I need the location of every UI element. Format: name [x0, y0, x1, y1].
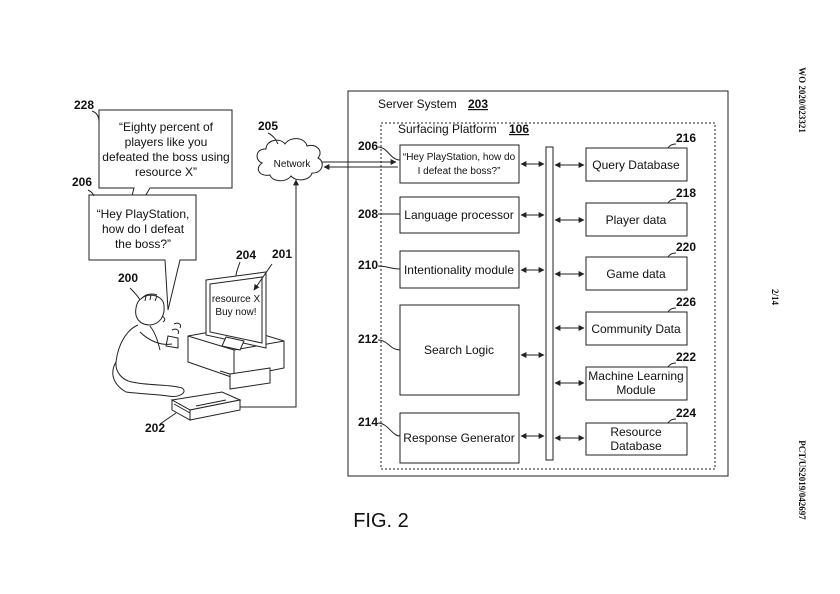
module-resource-database-line-1: Resource	[610, 425, 662, 439]
response-bubble-line-2: players like you	[125, 135, 208, 149]
module-query-number: 206	[358, 139, 378, 153]
side-text-middle: 2/14	[770, 289, 780, 306]
hook-218	[667, 198, 677, 204]
response-bubble-line-3: defeated the boss using	[102, 150, 229, 164]
module-player-data-label: Player data	[606, 213, 667, 227]
module-language-processor-label: Language processor	[404, 208, 513, 222]
user-number: 200	[118, 271, 138, 285]
item-number: 201	[272, 247, 292, 261]
network-label: Network	[274, 159, 312, 170]
arrow-console-to-network	[237, 179, 299, 408]
module-query-database-label: Query Database	[592, 158, 680, 172]
hook-200	[129, 287, 141, 301]
query-bubble-line-3: the boss?”	[115, 237, 171, 251]
module-player-data-number: 218	[676, 186, 696, 200]
arrow-item-to-screen	[253, 263, 273, 291]
bus-bar	[545, 146, 554, 461]
query-bubble-line-2: how do I defeat	[102, 222, 185, 236]
module-box-query	[399, 144, 520, 184]
display-number: 204	[236, 248, 256, 262]
network-number: 205	[258, 119, 278, 133]
hook-204	[235, 261, 241, 277]
module-machine-learning-line-2: Module	[616, 383, 656, 397]
hook-222	[667, 362, 677, 368]
response-bubble-line-4: resource X”	[135, 165, 197, 179]
module-box-response-generator	[399, 412, 520, 464]
module-machine-learning-line-1: Machine Learning	[588, 369, 683, 383]
module-box-game-data	[585, 256, 688, 291]
module-query-database-number: 216	[676, 131, 696, 145]
figure-caption: FIG. 2	[353, 510, 409, 532]
right-modules: Query Database 216 Player data 218 Game …	[585, 131, 696, 456]
television	[205, 271, 267, 351]
query-bubble-line-1: “Hey PlayStation,	[97, 207, 190, 221]
module-resource-database-line-2: Database	[610, 439, 662, 453]
module-response-generator-label: Response Generator	[403, 431, 514, 445]
hook-224	[667, 418, 677, 424]
module-community-data-label: Community Data	[591, 322, 681, 336]
server-system-number: 203	[468, 97, 488, 111]
module-search-logic-label: Search Logic	[424, 343, 494, 357]
side-text-bottom: PCT/US2019/042697	[797, 440, 807, 520]
surfacing-platform-title: Surfacing Platform	[398, 122, 497, 136]
hook-228	[91, 110, 100, 123]
module-intentionality-label: Intentionality module	[404, 263, 514, 277]
hook-206-bubble	[87, 189, 95, 197]
hook-202	[159, 412, 177, 425]
network-cloud	[256, 138, 323, 182]
module-game-data-label: Game data	[606, 267, 666, 281]
query-speech-bubble	[88, 194, 197, 311]
screen-line-1: resource X	[212, 294, 261, 305]
query-bubble-number: 206	[72, 175, 92, 189]
module-language-processor-number: 208	[358, 207, 378, 221]
server-system-title: Server System	[378, 97, 457, 111]
module-box-search-logic	[399, 304, 520, 396]
console-number: 202	[145, 421, 165, 435]
side-text-top: WO 2020/023321	[797, 67, 807, 133]
module-box-query-database	[585, 147, 688, 182]
module-machine-learning-number: 222	[676, 350, 696, 364]
hook-216	[667, 143, 677, 149]
module-box-language-processor	[399, 196, 520, 234]
hook-205	[267, 132, 279, 145]
module-query-line-2: I defeat the boss?”	[418, 166, 501, 177]
module-box-machine-learning	[585, 366, 688, 401]
module-intentionality-number: 210	[358, 258, 378, 272]
game-console	[170, 391, 242, 421]
module-box-resource-database	[585, 422, 688, 456]
module-query-line-1: “Hey PlayStation, how do	[403, 152, 516, 163]
hook-212	[377, 339, 401, 351]
user-figure	[112, 293, 185, 397]
response-bubble-number: 228	[74, 98, 94, 112]
hook-214	[377, 422, 401, 437]
hook-210	[377, 265, 401, 270]
module-resource-database-number: 224	[676, 406, 696, 420]
module-game-data-number: 220	[676, 240, 696, 254]
hook-220	[667, 252, 677, 258]
hook-206	[377, 146, 401, 161]
module-response-generator-number: 214	[358, 415, 378, 429]
response-bubble-line-1: “Eighty percent of	[119, 120, 214, 134]
module-box-player-data	[585, 202, 688, 237]
screen-line-2: Buy now!	[215, 307, 256, 318]
hook-226	[667, 307, 677, 313]
module-box-community-data	[585, 311, 688, 346]
left-modules: “Hey PlayStation, how do I defeat the bo…	[358, 139, 520, 464]
surfacing-platform-number: 106	[509, 122, 529, 136]
module-community-data-number: 226	[676, 295, 696, 309]
module-search-logic-number: 212	[358, 332, 378, 346]
